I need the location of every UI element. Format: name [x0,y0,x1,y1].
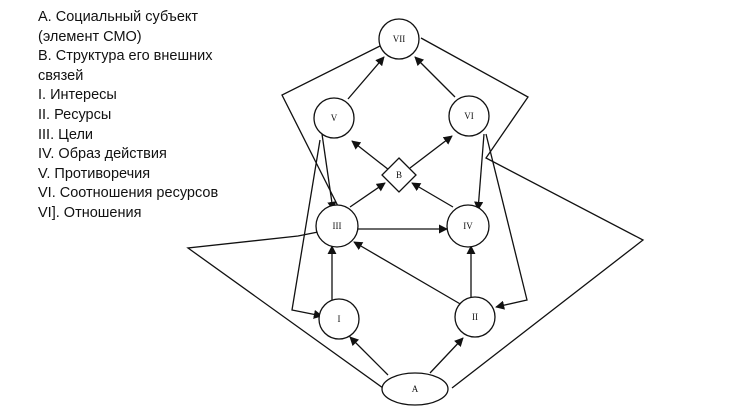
boundary-lines [186,37,645,389]
legend-line: VI]. Отношения [38,204,142,221]
edge-b-vi [409,135,453,169]
edge-iii-b [349,182,386,208]
node-b-label: B [396,170,402,180]
edge-a-i [349,336,389,376]
edge-a-ii [429,337,464,374]
legend: А. Социальный субъект (элемент СМО) В. С… [38,8,278,224]
node-a-label: A [412,384,419,394]
edge-v-iii [321,133,337,211]
node-vii-label: VII [393,34,406,44]
node-iv-label: IV [463,221,473,231]
legend-line: (элемент СМО) [38,28,142,45]
node-i: I [318,298,360,340]
edge-vi-iv [474,133,485,211]
edge-v-i [291,139,323,319]
legend-line: В. Структура его внешних [38,48,213,65]
edges [291,56,528,376]
legend-line: I. Интересы [38,87,117,104]
edge-ii-iii [353,241,463,306]
node-a: A [381,372,449,406]
node-v-label: V [331,113,338,123]
node-i-label: I [338,314,341,324]
node-iii: III [315,204,359,248]
node-iv: IV [446,204,490,248]
node-vi: VI [448,95,490,137]
legend-line: связей [38,67,84,84]
legend-line: II. Ресурсы [38,106,112,123]
node-vii: VII [378,18,420,60]
edge-v-vii [347,56,385,100]
edge-vi-ii [485,133,528,310]
edge-iv-b [411,182,454,208]
left-boundary [186,37,397,389]
node-b: B [381,157,417,193]
legend-line: А. Социальный субъект [38,9,199,25]
right-boundary [420,37,645,389]
node-ii-label: II [472,312,478,322]
node-vi-label: VI [464,111,474,121]
edge-vi-vii [414,56,456,98]
legend-line: III. Цели [38,126,94,143]
legend-line: V. Противоречия [38,165,151,182]
node-ii: II [454,296,496,338]
node-iii-label: III [333,221,342,231]
legend-line: IV. Образ действия [38,146,167,163]
node-v: V [313,97,355,139]
edge-b-v [351,140,390,171]
legend-line: VI. Соотношения ресурсов [38,185,219,202]
